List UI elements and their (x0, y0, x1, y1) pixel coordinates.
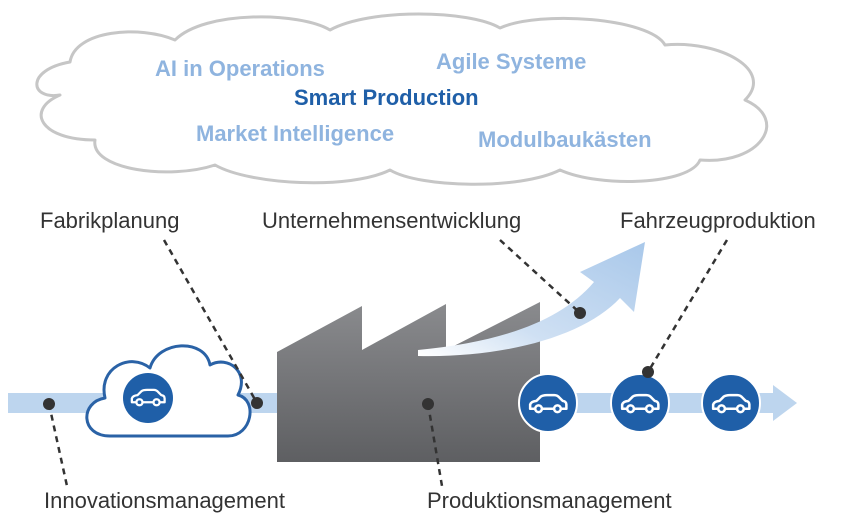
cloud-term-smart: Smart Production (294, 85, 479, 110)
cloud-term-market: Market Intelligence (196, 121, 394, 146)
leader-fabrikplanung (162, 239, 263, 409)
label-unternehmensentwicklung: Unternehmensentwicklung (262, 208, 521, 233)
innovation-car-circle (123, 373, 173, 423)
label-innovationsmanagement: Innovationsmanagement (44, 488, 285, 513)
leader-innovationsmanagement (43, 398, 69, 487)
ideas-cloud: AI in Operations Agile Systeme Smart Pro… (35, 12, 769, 186)
label-fahrzeugproduktion: Fahrzeugproduktion (620, 208, 816, 233)
cloud-shape (35, 12, 769, 186)
leader-fahrzeugproduktion (642, 239, 729, 378)
label-fabrikplanung: Fabrikplanung (40, 208, 179, 233)
cloud-term-ai: AI in Operations (155, 56, 325, 81)
growth-arrow (418, 242, 645, 357)
factory-icon (277, 302, 540, 462)
car-circle-1 (518, 373, 578, 433)
car-circle-2 (610, 373, 670, 433)
label-produktionsmanagement: Produktionsmanagement (427, 488, 672, 513)
leader-produktionsmanagement (422, 398, 444, 487)
cloud-term-modul: Modulbaukästen (478, 127, 652, 152)
car-circle-3 (701, 373, 761, 433)
innovation-cloud (85, 344, 252, 438)
leader-unternehmensentwicklung (499, 239, 586, 319)
cloud-term-agile: Agile Systeme (436, 49, 586, 74)
